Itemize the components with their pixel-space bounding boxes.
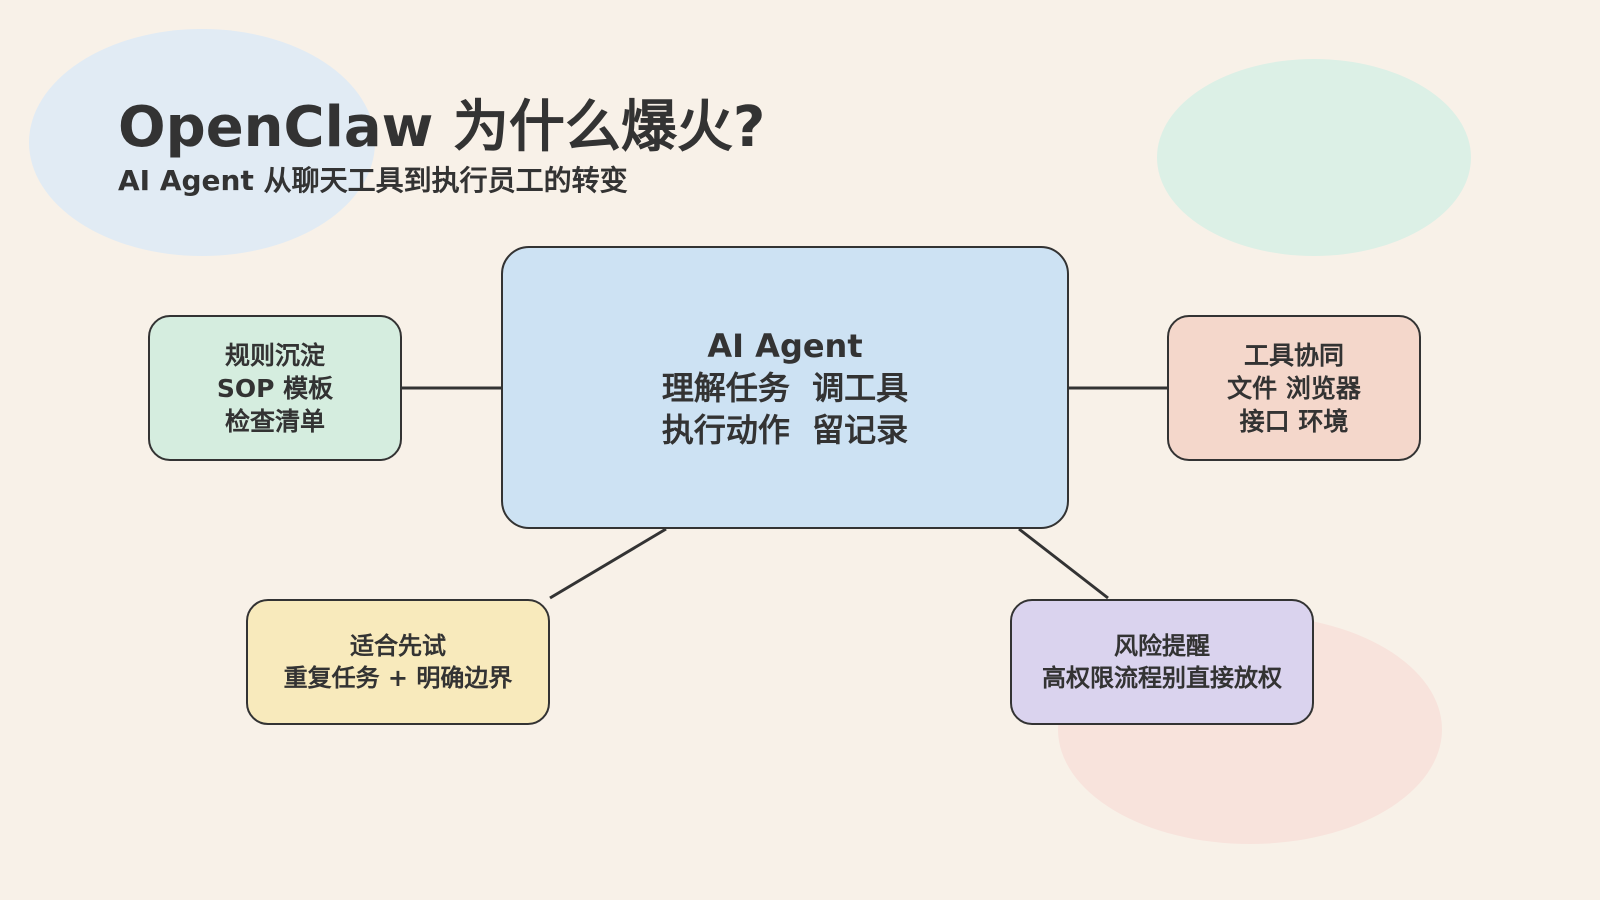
connector-bottom-right: [1018, 527, 1109, 600]
page-subtitle: AI Agent 从聊天工具到执行员工的转变: [118, 164, 628, 197]
decorative-blob-green: [1157, 59, 1471, 256]
node-tools-line-2: 文件 浏览器: [1227, 373, 1361, 403]
node-risk-warning: 风险提醒 高权限流程别直接放权: [1010, 599, 1314, 725]
node-try-first-line-1: 适合先试: [350, 632, 446, 660]
node-rules-line-2: SOP 模板: [216, 373, 334, 403]
node-tools-line-3: 接口 环境: [1239, 406, 1349, 436]
node-try-first-line-2: 重复任务 + 明确边界: [283, 664, 513, 692]
node-center-line-2: 理解任务 调工具: [661, 368, 909, 407]
node-risk-warning-line-1: 风险提醒: [1114, 632, 1210, 660]
node-center-line-3: 执行动作 留记录: [661, 410, 909, 449]
node-tools-line-1: 工具协同: [1243, 340, 1344, 370]
node-center-ai-agent: AI Agent 理解任务 调工具 执行动作 留记录: [501, 246, 1069, 529]
page-title: OpenClaw 为什么爆火?: [118, 95, 766, 160]
node-tools: 工具协同 文件 浏览器 接口 环境: [1167, 315, 1421, 461]
connector-bottom-left: [549, 527, 667, 600]
node-rules: 规则沉淀 SOP 模板 检查清单: [148, 315, 402, 461]
node-center-line-1: AI Agent: [707, 326, 863, 365]
node-rules-line-3: 检查清单: [224, 406, 325, 436]
node-rules-line-1: 规则沉淀: [224, 340, 325, 370]
node-try-first: 适合先试 重复任务 + 明确边界: [246, 599, 550, 725]
node-risk-warning-line-2: 高权限流程别直接放权: [1042, 664, 1282, 692]
decorative-blob-blue: [29, 29, 375, 256]
